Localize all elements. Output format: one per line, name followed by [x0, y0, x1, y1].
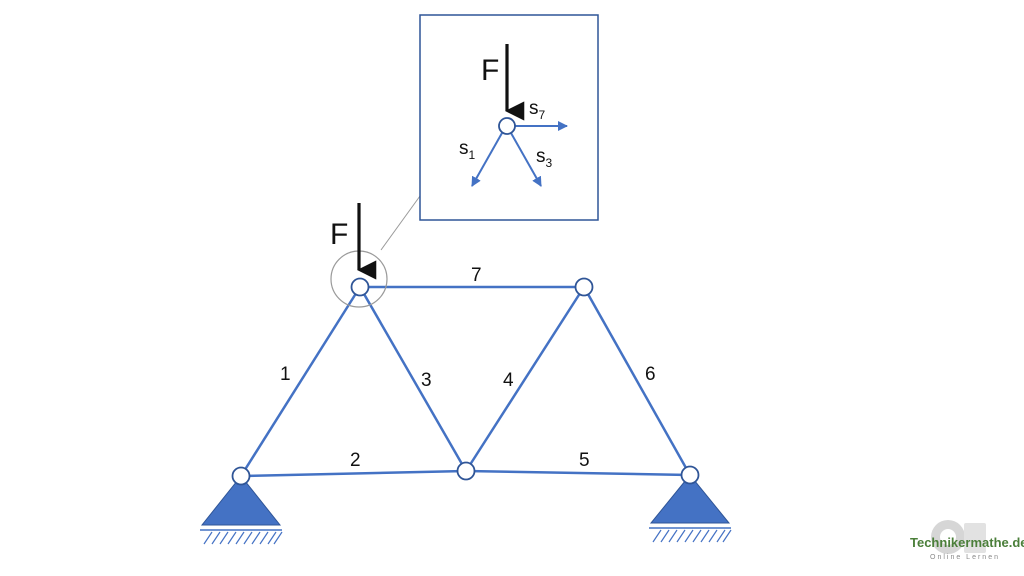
- member-6: [582, 286, 692, 476]
- left-support: [200, 475, 283, 545]
- member-4: [464, 286, 586, 472]
- callout-leader-line: [380, 195, 421, 251]
- vector-s1: [471, 132, 503, 187]
- member-label-5: 5: [579, 450, 590, 471]
- inset-node: [498, 117, 516, 135]
- force-label: F: [330, 218, 348, 251]
- node-top-right: [574, 277, 594, 297]
- node-right-support: [680, 465, 700, 485]
- member-label-3: 3: [421, 370, 432, 391]
- vector-label-s3: s3: [536, 146, 553, 170]
- member-1: [239, 286, 362, 477]
- right-support: [649, 474, 732, 543]
- member-3: [358, 286, 468, 472]
- member-2: [240, 469, 467, 478]
- vector-label-s1: s1: [459, 138, 476, 162]
- inset-force-label: F: [481, 54, 499, 87]
- member-5: [465, 469, 691, 477]
- node-bottom-middle: [456, 461, 476, 481]
- watermark-logo: Technikermathe.de Online Lernen: [910, 520, 1024, 561]
- free-body-inset: F s7 s1 s3: [419, 14, 599, 221]
- node-top-left: [350, 277, 370, 297]
- calculator-icon: [964, 523, 986, 553]
- member-label-7: 7: [471, 265, 482, 286]
- watermark-subtext: Online Lernen: [930, 554, 1000, 561]
- member-label-1: 1: [280, 364, 291, 385]
- member-label-2: 2: [350, 450, 361, 471]
- watermark-text: Technikermathe.de: [910, 535, 1024, 550]
- node-left-support: [231, 466, 251, 486]
- member-label-6: 6: [645, 364, 656, 385]
- member-label-4: 4: [503, 370, 514, 391]
- vector-label-s7: s7: [529, 98, 546, 122]
- vector-s3: [510, 132, 542, 187]
